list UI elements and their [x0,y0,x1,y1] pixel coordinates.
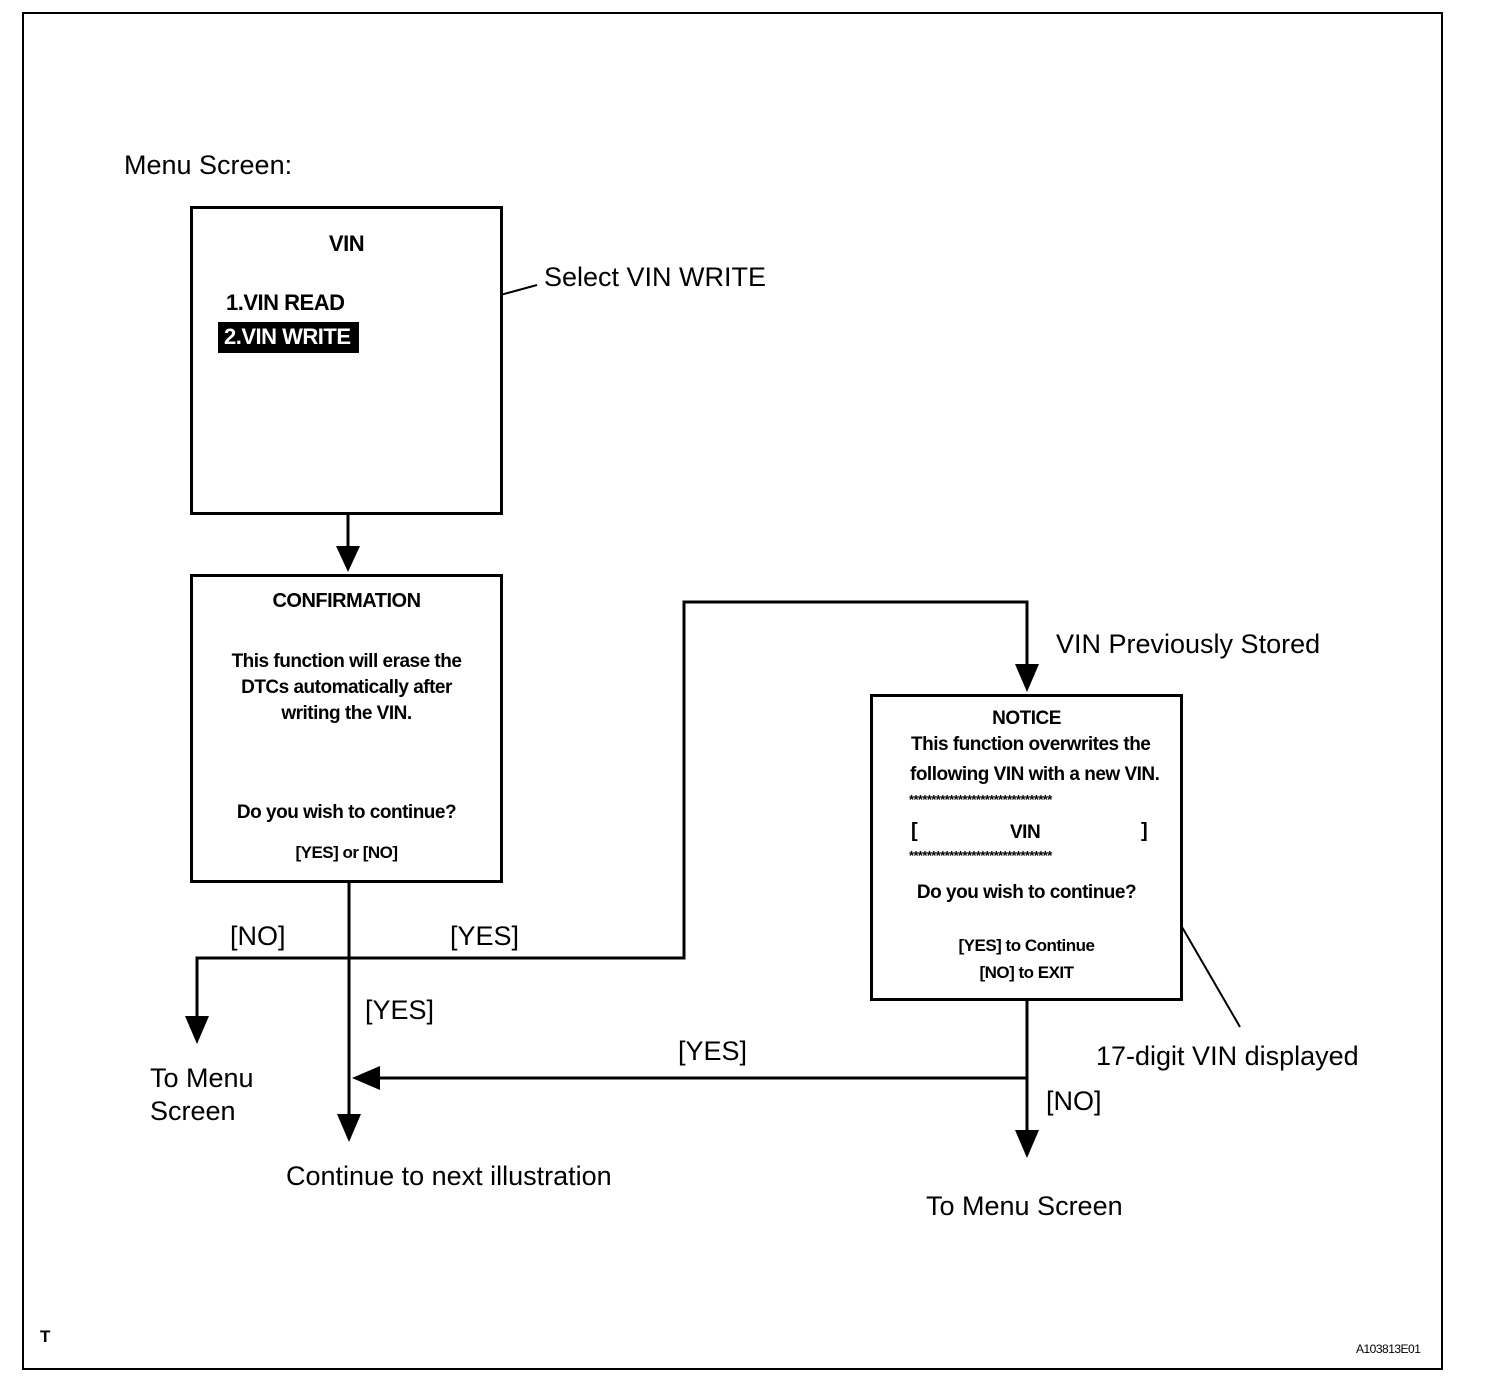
line-no-left [195,956,349,1020]
corner-mark: T [40,1327,50,1346]
to-menu-screen-right: To Menu Screen [926,1191,1123,1221]
to-menu-screen-left-line-1: To Menu [150,1063,254,1093]
notice-box: NOTICE This function overwrites the foll… [870,694,1183,1001]
arrowhead-yes-return [352,1066,380,1090]
notice-question: Do you wish to continue? [916,882,1137,903]
confirmation-line-1: This function will erase the [231,651,462,672]
vin-previously-stored-label: VIN Previously Stored [1056,629,1321,659]
confirmation-box: CONFIRMATION This function will erase th… [190,574,503,883]
notice-bracket-open: [ [911,820,918,842]
to-menu-screen-left-line-2: Screen [150,1096,236,1126]
seventeen-digit-vin-note: 17-digit VIN displayed [1096,1041,1359,1071]
notice-stars-top: ******************************** [909,792,1052,807]
continue-next-illustration: Continue to next illustration [286,1161,612,1191]
label-yes-down: [YES] [365,995,435,1025]
confirmation-title: CONFIRMATION [272,590,421,612]
menu-screen-label: Menu Screen: [124,150,293,180]
confirmation-line-3: writing the VIN. [281,703,412,724]
figure-id: A103813E01 [1356,1342,1421,1356]
arrowhead-continue [337,1114,361,1142]
label-yes-from-notice: [YES] [678,1036,748,1066]
notice-no-option[interactable]: [NO] to EXIT [979,963,1074,982]
arrowhead-notice-menu [1015,1130,1039,1158]
figure-frame [22,12,1443,1370]
notice-title: NOTICE [992,708,1061,729]
vin-menu-box: VIN 1.VIN READ 2.VIN WRITE [190,206,503,515]
menu-item-vin-write[interactable]: 2.VIN WRITE [218,322,359,353]
notice-stars-bottom: ******************************** [909,848,1052,863]
select-vin-write-note: Select VIN WRITE [544,262,767,292]
notice-vin-value: VIN [1010,822,1041,843]
vin-box-title: VIN [328,231,365,256]
label-yes-upper: [YES] [450,921,520,951]
arrowhead-confirmation [336,546,360,572]
notice-yes-option[interactable]: [YES] to Continue [958,936,1095,955]
arrowhead-no-left [185,1016,209,1044]
label-no-from-notice: [NO] [1046,1086,1102,1116]
line-yes-to-notice [349,600,1029,960]
label-no-left: [NO] [230,921,286,951]
confirmation-options[interactable]: [YES] or [NO] [295,843,398,862]
confirmation-line-2: DTCs automatically after [241,677,452,698]
menu-item-vin-read[interactable]: 1.VIN READ [226,290,345,315]
notice-line-2: following VIN with a new VIN. [910,764,1160,785]
confirmation-question: Do you wish to continue? [236,802,457,823]
notice-line-1: This function overwrites the [911,734,1151,755]
notice-bracket-close: ] [1141,820,1148,842]
arrowhead-notice [1015,664,1039,692]
